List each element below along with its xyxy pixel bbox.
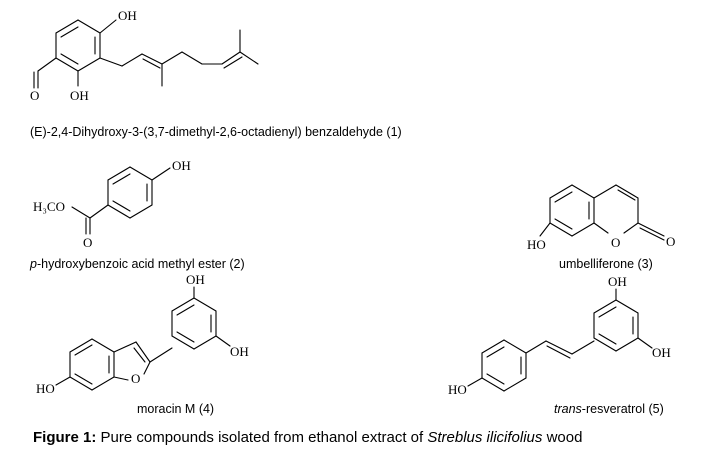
- figure-caption-text-before: Pure compounds isolated from ethanol ext…: [96, 429, 428, 446]
- compound-4-name: moracin M (4): [137, 402, 215, 416]
- compound-1-name: (E)-2,4-Dihydroxy-3-(3,7-dimethyl-2,6-oc…: [30, 125, 402, 139]
- compound-1-aldehyde-o: O: [30, 88, 39, 103]
- compound-1-oh-top: OH: [118, 8, 137, 23]
- compound-5-name-prefix: trans: [554, 402, 582, 416]
- compound-2-carbonyl-o: O: [83, 235, 92, 250]
- compound-1-structure: OH OH O: [30, 8, 259, 103]
- compound-5-name: trans-resveratrol (5): [554, 402, 664, 416]
- compound-5-ho: HO: [448, 382, 467, 397]
- compound-4-oh-right: OH: [230, 344, 249, 359]
- compound-1-oh-bottom: OH: [70, 88, 89, 103]
- compound-3-ring-o: O: [611, 235, 620, 250]
- compound-2-name-rest: -hydroxybenzoic acid methyl ester (2): [36, 257, 245, 271]
- figure-caption-label: Figure 1:: [33, 429, 97, 446]
- compound-4-structure: OH OH HO O: [36, 272, 249, 396]
- compound-5-oh-right: OH: [652, 345, 671, 360]
- figure-caption-species: Streblus ilicifolius: [427, 429, 543, 446]
- compound-2-methoxy: H₃CO: [33, 199, 65, 214]
- figure-caption: Figure 1: Pure compounds isolated from e…: [33, 429, 582, 446]
- compound-5-name-rest: -resveratrol (5): [581, 402, 664, 416]
- compound-3-carbonyl-o: O: [666, 234, 675, 249]
- compound-2-structure: OH H₃CO O: [33, 158, 191, 250]
- compound-2-oh: OH: [172, 158, 191, 173]
- compound-2-name-prefix: p: [30, 257, 37, 271]
- compound-5-oh-top: OH: [608, 274, 627, 289]
- compound-4-furan-o: O: [131, 371, 140, 386]
- compound-2-name: p-hydroxybenzoic acid methyl ester (2): [30, 257, 245, 271]
- compound-4-oh-top: OH: [186, 272, 205, 287]
- compound-3-name: umbelliferone (3): [559, 257, 653, 271]
- compound-4-ho: HO: [36, 381, 55, 396]
- compound-3-ho: HO: [527, 237, 546, 252]
- compound-3-structure: HO O O: [527, 184, 675, 252]
- figure-caption-text-after: wood: [542, 429, 583, 446]
- compound-5-structure: OH OH HO: [448, 274, 671, 397]
